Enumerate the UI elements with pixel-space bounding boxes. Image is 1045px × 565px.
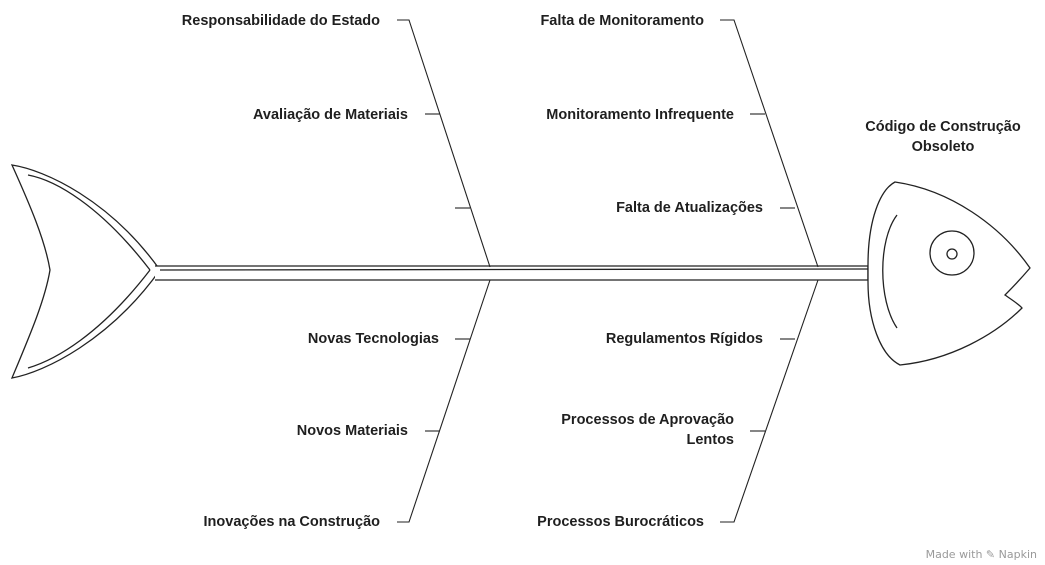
napkin-logo-icon: ✎ (985, 548, 996, 561)
watermark-prefix: Made with (925, 548, 983, 561)
fish-spine (155, 265, 869, 281)
bone-bottom-2 (720, 279, 819, 523)
bone-top-1 (397, 19, 491, 268)
main-bones (397, 19, 819, 523)
watermark: Made with ✎ Napkin (926, 548, 1037, 561)
cause-label: Falta de Atualizações (616, 200, 763, 216)
effect-label: Código de Construção Obsoleto (865, 119, 1021, 155)
cause-label: Novas Tecnologias (307, 331, 439, 347)
cause-label: Regulamentos Rígidos (605, 331, 763, 347)
fish-head (867, 181, 1031, 366)
cause-label: Processos Burocráticos (537, 514, 704, 530)
fish-eye (929, 230, 975, 276)
fish-tail (10, 164, 161, 379)
bone-bottom-1 (397, 279, 491, 523)
fish-pupil (946, 248, 958, 260)
cause-label: Avaliação de Materiais (252, 107, 408, 123)
cause-label: Falta de Monitoramento (540, 13, 704, 29)
cause-label: Novos Materiais (296, 423, 408, 439)
cause-label: Responsabilidade do Estado (181, 13, 380, 29)
bone-top-2 (720, 19, 819, 268)
cause-label: Processos de Aprovação Lentos (561, 412, 734, 448)
cause-label: Inovações na Construção (203, 514, 380, 530)
cause-label: Monitoramento Infrequente (546, 107, 734, 123)
watermark-brand: Napkin (998, 548, 1037, 561)
